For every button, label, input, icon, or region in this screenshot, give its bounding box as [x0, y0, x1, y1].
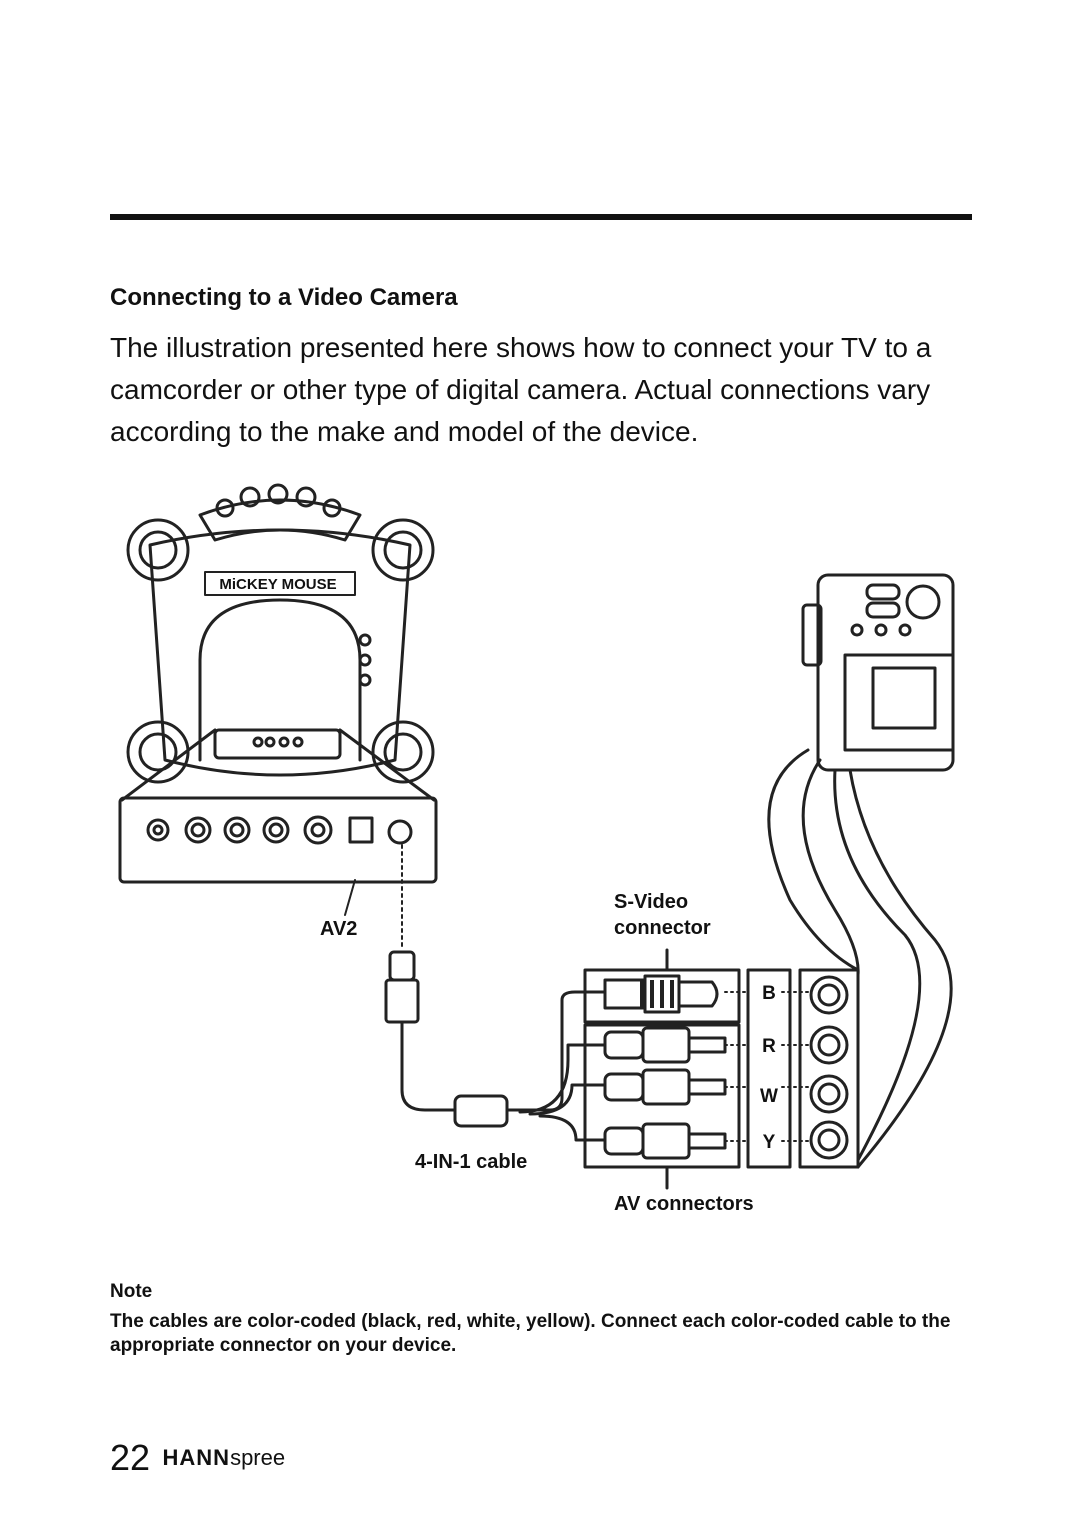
rca-plug-yellow [603, 1122, 727, 1160]
tv-brand-text: MiCKEY MOUSE [219, 576, 336, 593]
cable-splitter [453, 1094, 509, 1128]
av2-label: AV2 [320, 918, 357, 940]
rca-plug-red [603, 1026, 727, 1064]
av-connectors-label: AV connectors [614, 1193, 754, 1215]
tv-body [148, 528, 412, 777]
page-footer: 22 HANNspree [110, 1437, 285, 1479]
tv-port-panel [118, 796, 438, 884]
letter-b: B [762, 983, 776, 1004]
page-number: 22 [110, 1437, 151, 1478]
letter-w: W [760, 1086, 778, 1107]
note-heading: Note [110, 1281, 153, 1302]
intro-paragraph: The illustration presented here shows ho… [110, 332, 932, 447]
note-text: The cables are color-coded (black, red, … [110, 1311, 951, 1356]
brand-logo: HANNspree [162, 1445, 286, 1470]
connection-diagram: MiCKEY MOUSE AV2 S-Video connector 4-IN-… [118, 483, 955, 1215]
top-rule [110, 214, 972, 220]
section-title: Connecting to a Video Camera [110, 284, 458, 311]
letter-r: R [762, 1036, 776, 1057]
cable-label: 4-IN-1 cable [415, 1151, 527, 1173]
rca-plug-white [603, 1068, 727, 1106]
svideo-label-line1: S-Video [614, 891, 688, 913]
letter-y: Y [763, 1132, 776, 1153]
svideo-label-line2: connector [614, 917, 711, 939]
